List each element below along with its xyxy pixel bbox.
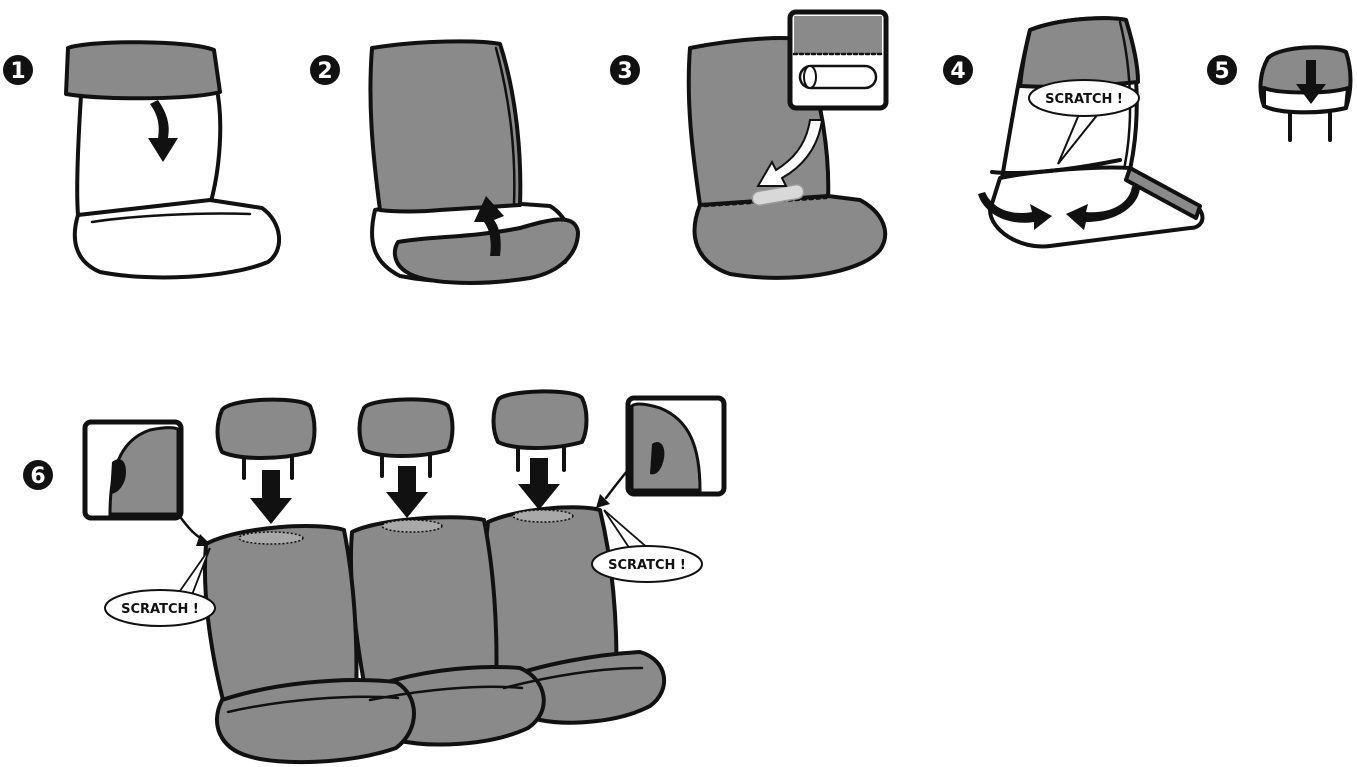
svg-text:2: 2	[317, 59, 332, 84]
headrest-hole	[239, 532, 303, 544]
headrest-5-illustration	[1261, 47, 1351, 140]
zoom-inset	[790, 12, 886, 108]
svg-text:4: 4	[950, 59, 965, 84]
step-2-number-badge: 2	[310, 55, 340, 85]
headrest-right	[494, 391, 587, 510]
step-3: 3	[610, 12, 886, 278]
svg-text:3: 3	[617, 59, 632, 84]
step-5: 5	[1207, 47, 1351, 140]
step-5-number-badge: 5	[1207, 55, 1237, 85]
down-arrow-icon	[386, 466, 428, 518]
step-4: 4 SCRATCH !	[943, 18, 1202, 246]
seat-4-illustration: SCRATCH !	[978, 18, 1202, 246]
svg-text:1: 1	[10, 59, 25, 84]
seat-2-illustration	[370, 41, 578, 283]
headrest-hole	[513, 510, 573, 522]
zoom-inset-right	[596, 398, 724, 508]
step-6-number-badge: 6	[23, 460, 53, 490]
svg-text:SCRATCH !: SCRATCH !	[608, 558, 686, 573]
step-1-number-badge: 1	[3, 55, 33, 85]
step-2: 2	[310, 41, 578, 283]
step-6: 6	[23, 391, 724, 762]
down-arrow-icon	[250, 470, 292, 524]
down-arrow-icon	[518, 458, 560, 510]
svg-text:5: 5	[1214, 59, 1229, 84]
step-4-number-badge: 4	[943, 55, 973, 85]
seat-1-illustration	[66, 42, 279, 277]
zoom-inset-left	[85, 422, 212, 546]
bench-seat-illustration	[205, 507, 664, 762]
headrest-center	[360, 399, 453, 518]
scratch-callout-left: SCRATCH !	[105, 548, 215, 626]
step-3-number-badge: 3	[610, 55, 640, 85]
headrest-left	[218, 400, 315, 524]
svg-text:6: 6	[30, 464, 45, 489]
seat-3-illustration	[689, 12, 886, 278]
headrest-hole	[382, 520, 442, 532]
svg-text:SCRATCH !: SCRATCH !	[1045, 92, 1123, 107]
step-1: 1	[3, 42, 279, 277]
svg-text:SCRATCH !: SCRATCH !	[121, 602, 199, 617]
